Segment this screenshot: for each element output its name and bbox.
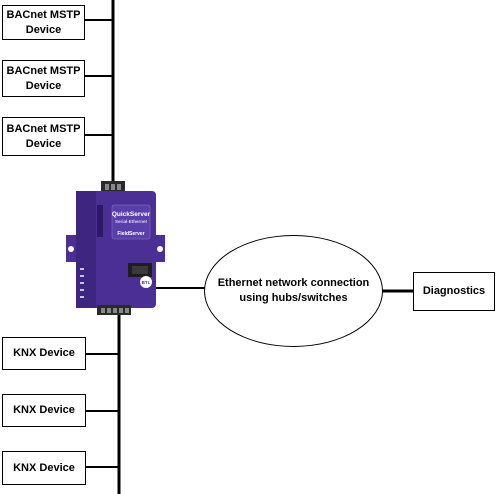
gateway-badge-text: BTL	[142, 280, 151, 285]
gateway-brand-text: QuickServer	[112, 211, 151, 218]
quickserver-gateway: QuickServer Serial-Ethernet FieldServer …	[66, 181, 165, 315]
gateway-subtitle-text: Serial-Ethernet	[115, 219, 148, 224]
btl-logo-icon	[140, 276, 152, 288]
ethernet-network-ellipse: Ethernet network connection using hubs/s…	[204, 235, 383, 347]
bacnet-device-2: BACnet MSTP Device	[2, 60, 85, 97]
bacnet-device-1: BACnet MSTP Device	[2, 5, 85, 40]
knx-device-1: KNX Device	[2, 337, 86, 370]
gateway-logo-text: FieldServer	[117, 231, 144, 237]
diagnostics-box: Diagnostics	[413, 272, 495, 311]
knx-device-3: KNX Device	[2, 451, 86, 485]
bacnet-device-3: BACnet MSTP Device	[2, 117, 85, 156]
knx-device-2: KNX Device	[2, 394, 86, 427]
